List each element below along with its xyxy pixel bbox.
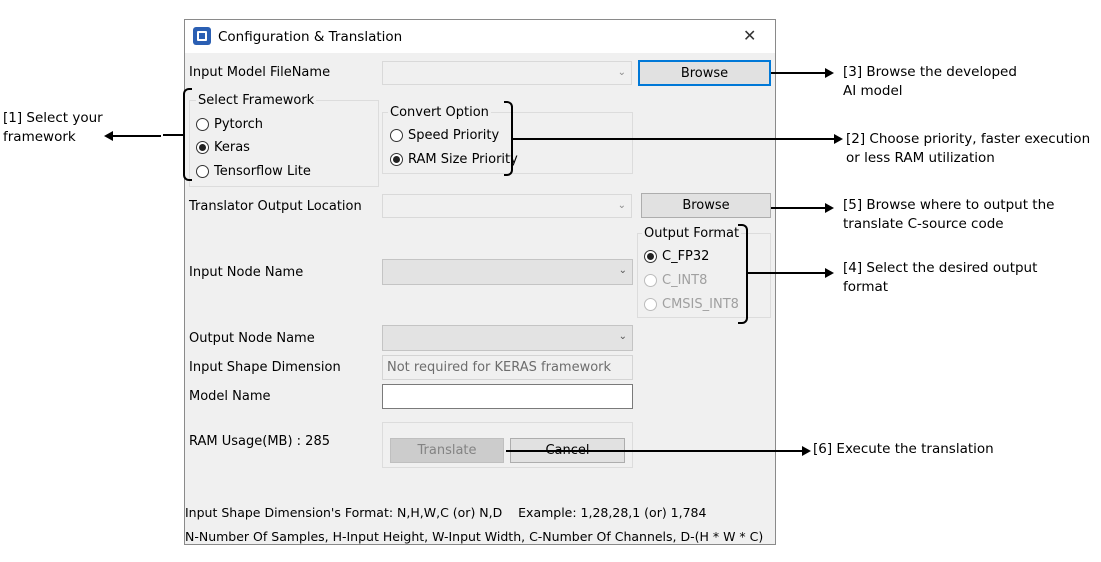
convert-group-label: Convert Option xyxy=(388,105,491,120)
output-location-label: Translator Output Location xyxy=(189,199,362,214)
chevron-down-icon: ⌄ xyxy=(617,200,626,211)
input-node-label: Input Node Name xyxy=(189,265,304,280)
annotation-1-arrow-line xyxy=(113,135,161,137)
model-name-input[interactable] xyxy=(382,384,633,409)
title-bar: Configuration & Translation ✕ xyxy=(185,20,775,53)
input-model-label: Input Model FileName xyxy=(189,65,331,80)
radio-disabled-icon xyxy=(644,298,657,311)
annotation-5-line2: translate C-source code xyxy=(843,216,1004,232)
output-format-group-label: Output Format xyxy=(642,226,742,241)
framework-bracket xyxy=(183,88,192,181)
annotation-2-line1: [2] Choose priority, faster execution xyxy=(846,131,1091,147)
output-format-c-fp32[interactable]: C_FP32 xyxy=(644,249,709,264)
action-button-panel xyxy=(382,422,633,468)
radio-checked-icon xyxy=(390,153,403,166)
output-format-c-int8: C_INT8 xyxy=(644,273,707,288)
app-chip-icon xyxy=(193,27,211,45)
output-node-combobox[interactable]: ⌄ xyxy=(382,325,633,351)
annotation-6-text: [6] Execute the translation xyxy=(813,441,994,457)
annotation-3-line1: [3] Browse the developed xyxy=(843,64,1017,80)
output-format-cmsis-int8: CMSIS_INT8 xyxy=(644,297,739,312)
chevron-down-icon: ⌄ xyxy=(618,265,627,276)
annotation-4-line1: [4] Select the desired output xyxy=(843,260,1038,276)
annotation-3-line2: AI model xyxy=(843,83,903,99)
convert-option-speed[interactable]: Speed Priority xyxy=(390,128,499,143)
arrow-left-icon xyxy=(104,131,113,141)
annotation-3-arrow-line xyxy=(771,72,826,74)
model-name-label: Model Name xyxy=(189,389,271,404)
browse-model-button[interactable]: Browse xyxy=(638,60,771,86)
format-hint-line1: Input Shape Dimension's Format: N,H,W,C … xyxy=(185,505,707,520)
framework-option-pytorch[interactable]: Pytorch xyxy=(196,117,263,132)
ram-usage-text: RAM Usage(MB) : 285 xyxy=(189,434,330,449)
annotation-5-line1: [5] Browse where to output the xyxy=(843,197,1055,213)
annotation-1-connector xyxy=(163,134,183,136)
annotation-6-arrow-line xyxy=(506,450,803,452)
browse-output-button[interactable]: Browse xyxy=(641,193,771,218)
input-shape-field: Not required for KERAS framework xyxy=(382,355,633,380)
arrow-right-icon xyxy=(825,268,834,278)
radio-checked-icon xyxy=(196,141,209,154)
translate-button[interactable]: Translate xyxy=(390,438,504,463)
framework-option-keras[interactable]: Keras xyxy=(196,140,250,155)
framework-group-label: Select Framework xyxy=(196,93,317,108)
output-location-combobox[interactable]: ⌄ xyxy=(382,194,632,218)
radio-disabled-icon xyxy=(644,274,657,287)
radio-icon xyxy=(196,118,209,131)
output-node-label: Output Node Name xyxy=(189,331,315,346)
format-hint-line2: N-Number Of Samples, H-Input Height, W-I… xyxy=(185,529,764,544)
configuration-dialog: Configuration & Translation ✕ Input Mode… xyxy=(184,19,776,545)
output-format-bracket xyxy=(738,224,748,324)
arrow-right-icon xyxy=(825,68,834,78)
input-model-combobox[interactable]: ⌄ xyxy=(382,61,632,85)
arrow-right-icon xyxy=(834,134,843,144)
convert-bracket xyxy=(504,101,513,176)
annotation-1-line1: [1] Select your xyxy=(3,110,103,126)
arrow-right-icon xyxy=(802,446,811,456)
window-title: Configuration & Translation xyxy=(218,29,403,45)
annotation-4-line2: format xyxy=(843,279,889,295)
radio-icon xyxy=(390,129,403,142)
chevron-down-icon: ⌄ xyxy=(618,331,627,342)
annotation-5-arrow-line xyxy=(771,207,826,209)
convert-option-ram[interactable]: RAM Size Priority xyxy=(390,152,518,167)
annotation-2-arrow-line xyxy=(513,138,835,140)
arrow-right-icon xyxy=(825,203,834,213)
input-node-combobox[interactable]: ⌄ xyxy=(382,259,633,285)
annotation-2-line2: or less RAM utilization xyxy=(846,150,995,166)
radio-icon xyxy=(196,165,209,178)
chevron-down-icon: ⌄ xyxy=(617,67,626,78)
annotation-4-arrow-line xyxy=(748,272,826,274)
close-icon[interactable]: ✕ xyxy=(743,26,757,45)
input-shape-label: Input Shape Dimension xyxy=(189,360,341,375)
radio-checked-icon xyxy=(644,250,657,263)
annotation-1-line2: framework xyxy=(3,129,76,145)
framework-option-tflite[interactable]: Tensorflow Lite xyxy=(196,164,311,179)
